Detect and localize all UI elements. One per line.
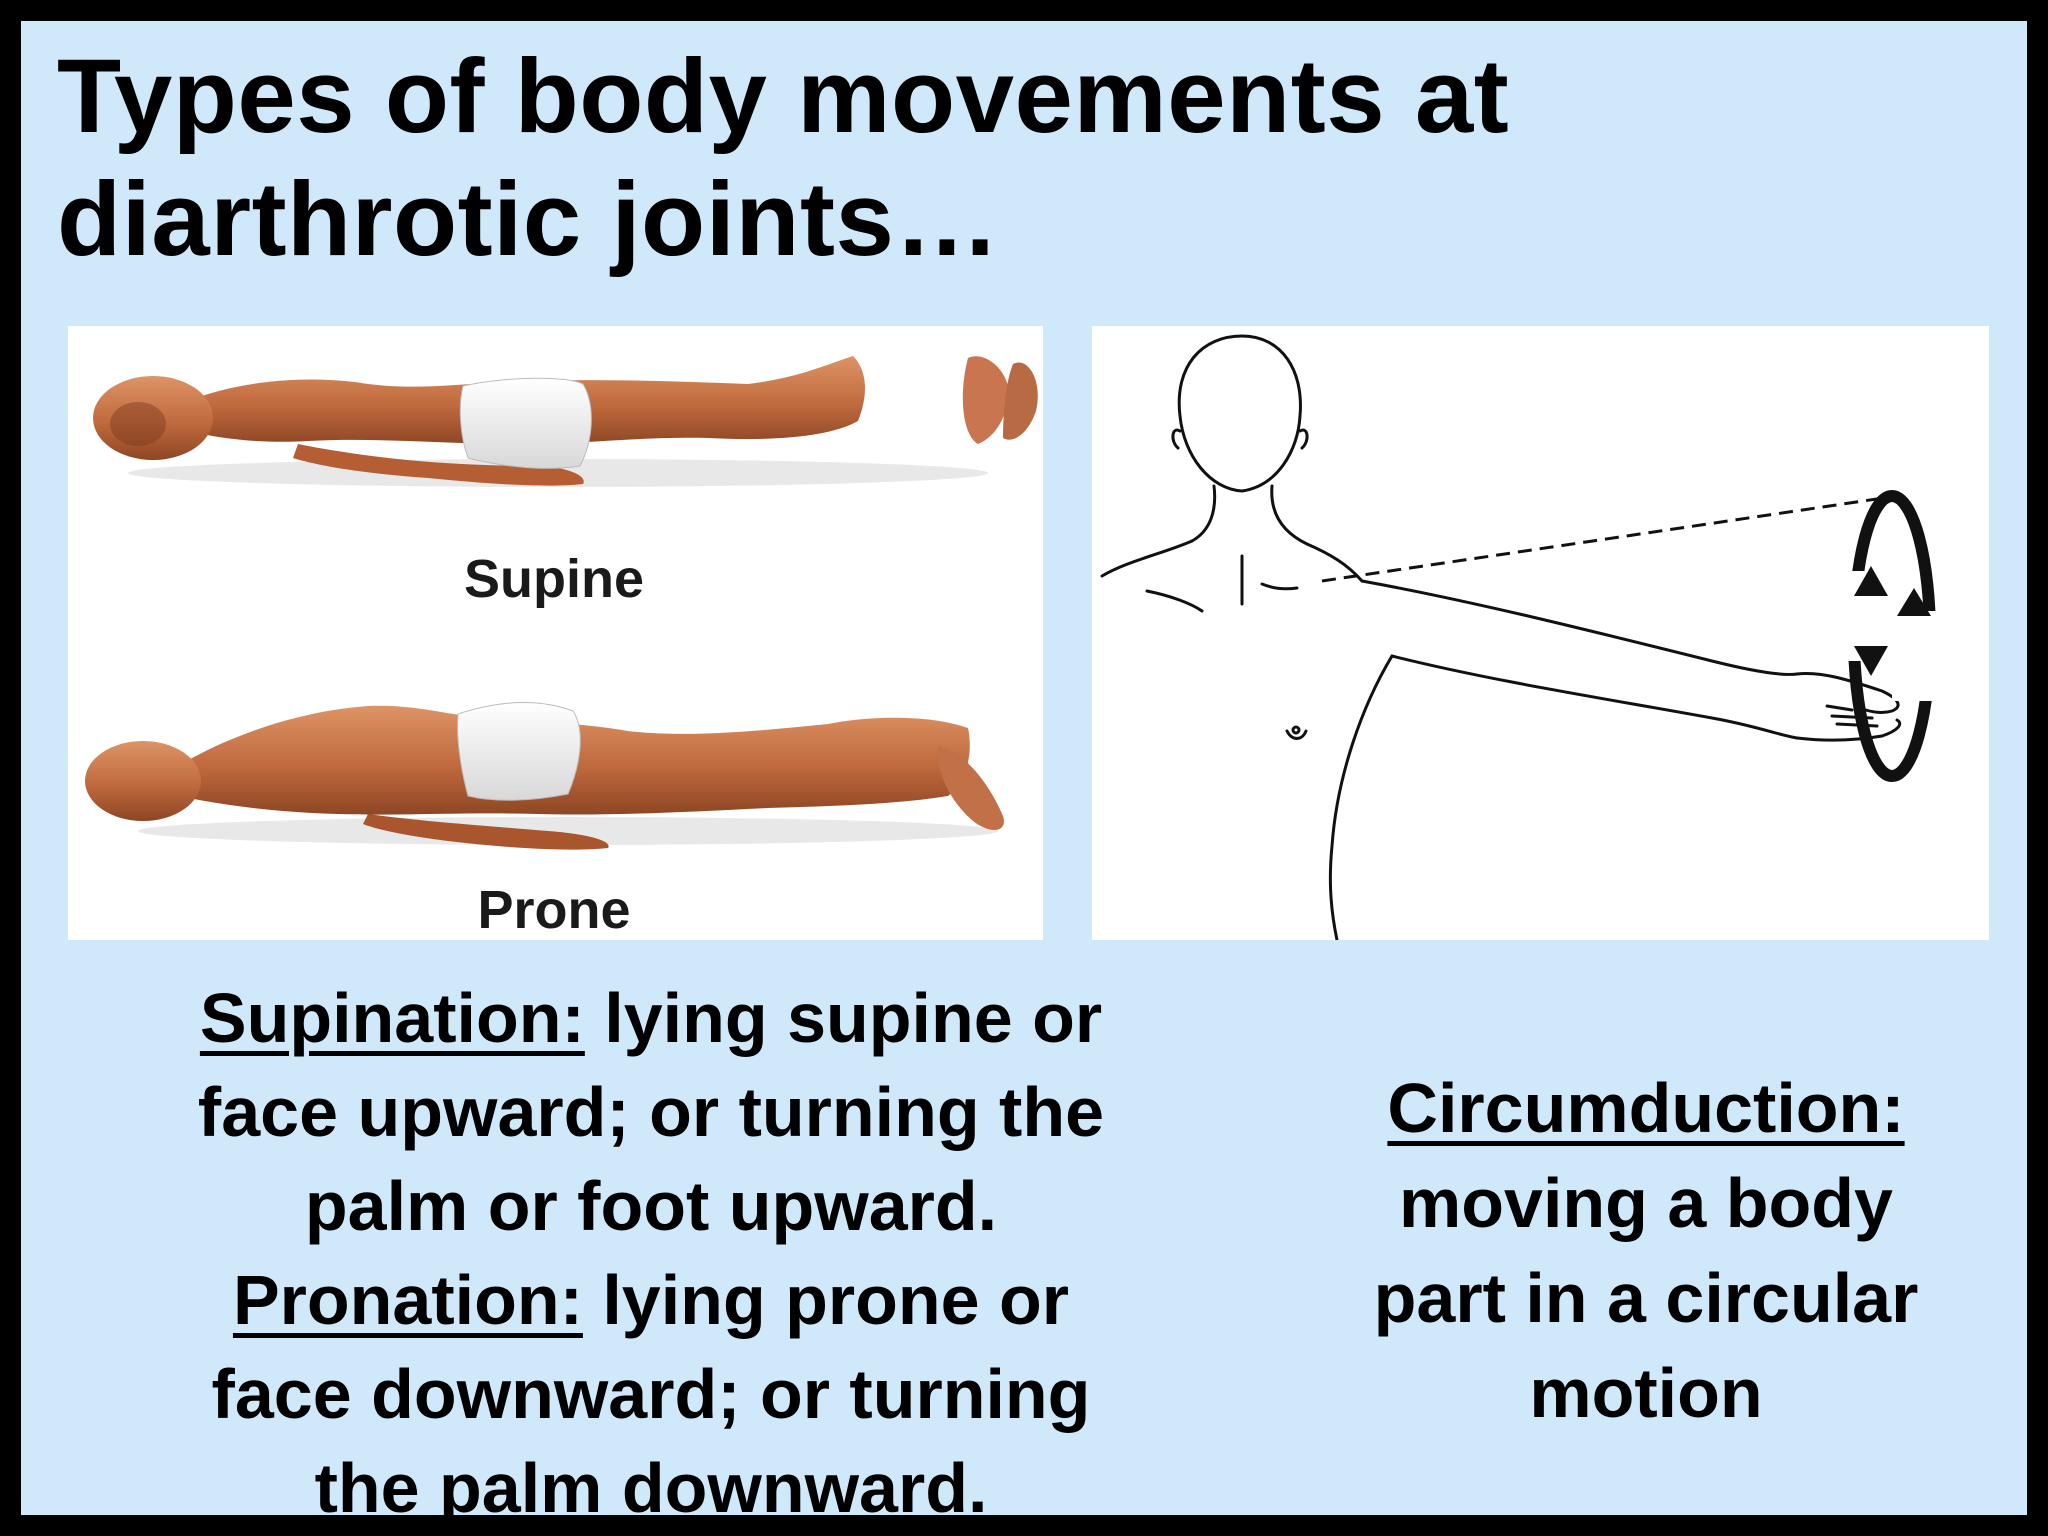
- supination-line-2: face upward; or turning the: [197, 1073, 1105, 1151]
- pronation-line-1: Pronation: lying prone or: [81, 1253, 1221, 1347]
- circumduction-line-1: Circumduction:: [1266, 1061, 2026, 1156]
- circular-arrow-icon: [1842, 490, 1942, 782]
- supination-term: Supination:: [199, 979, 585, 1057]
- pronation-line-3: the palm downward.: [314, 1449, 988, 1527]
- pronation-term: Pronation:: [232, 1261, 583, 1339]
- supine-figure-illustration: [93, 356, 1038, 487]
- supine-prone-illustration: [85, 356, 1038, 850]
- supine-prone-panel: Supine Prone: [68, 326, 1043, 940]
- pronation-def-1: lying prone or: [582, 1261, 1070, 1339]
- pronation-line-2: face downward; or turning: [211, 1355, 1091, 1433]
- prone-label: Prone: [477, 880, 631, 940]
- supination-line-1: Supination: lying supine or: [81, 971, 1221, 1065]
- circumduction-line-2: moving a body: [1399, 1164, 1893, 1242]
- supine-label: Supine: [463, 549, 644, 609]
- circumduction-term: Circumduction:: [1387, 1069, 1905, 1147]
- slide-title: Types of body movements at diarthrotic j…: [57, 35, 2017, 281]
- title-line-1: Types of body movements at: [57, 38, 1510, 155]
- circumduction-text: Circumduction: moving a body part in a c…: [1266, 1061, 2026, 1441]
- circumduction-arm-illustration: [1100, 334, 1942, 940]
- circumduction-line-3: part in a circular: [1373, 1259, 1919, 1337]
- supination-pronation-text: Supination: lying supine or face upward;…: [81, 971, 1221, 1535]
- supination-def-1: lying supine or: [584, 979, 1103, 1057]
- title-line-2: diarthrotic joints…: [57, 161, 1000, 278]
- circumduction-line-4: motion: [1529, 1354, 1763, 1432]
- supination-line-3: palm or foot upward.: [304, 1167, 998, 1245]
- reference-dashed-line: [1321, 494, 1898, 583]
- prone-figure-illustration: [85, 702, 1004, 850]
- circumduction-panel: [1092, 326, 1989, 940]
